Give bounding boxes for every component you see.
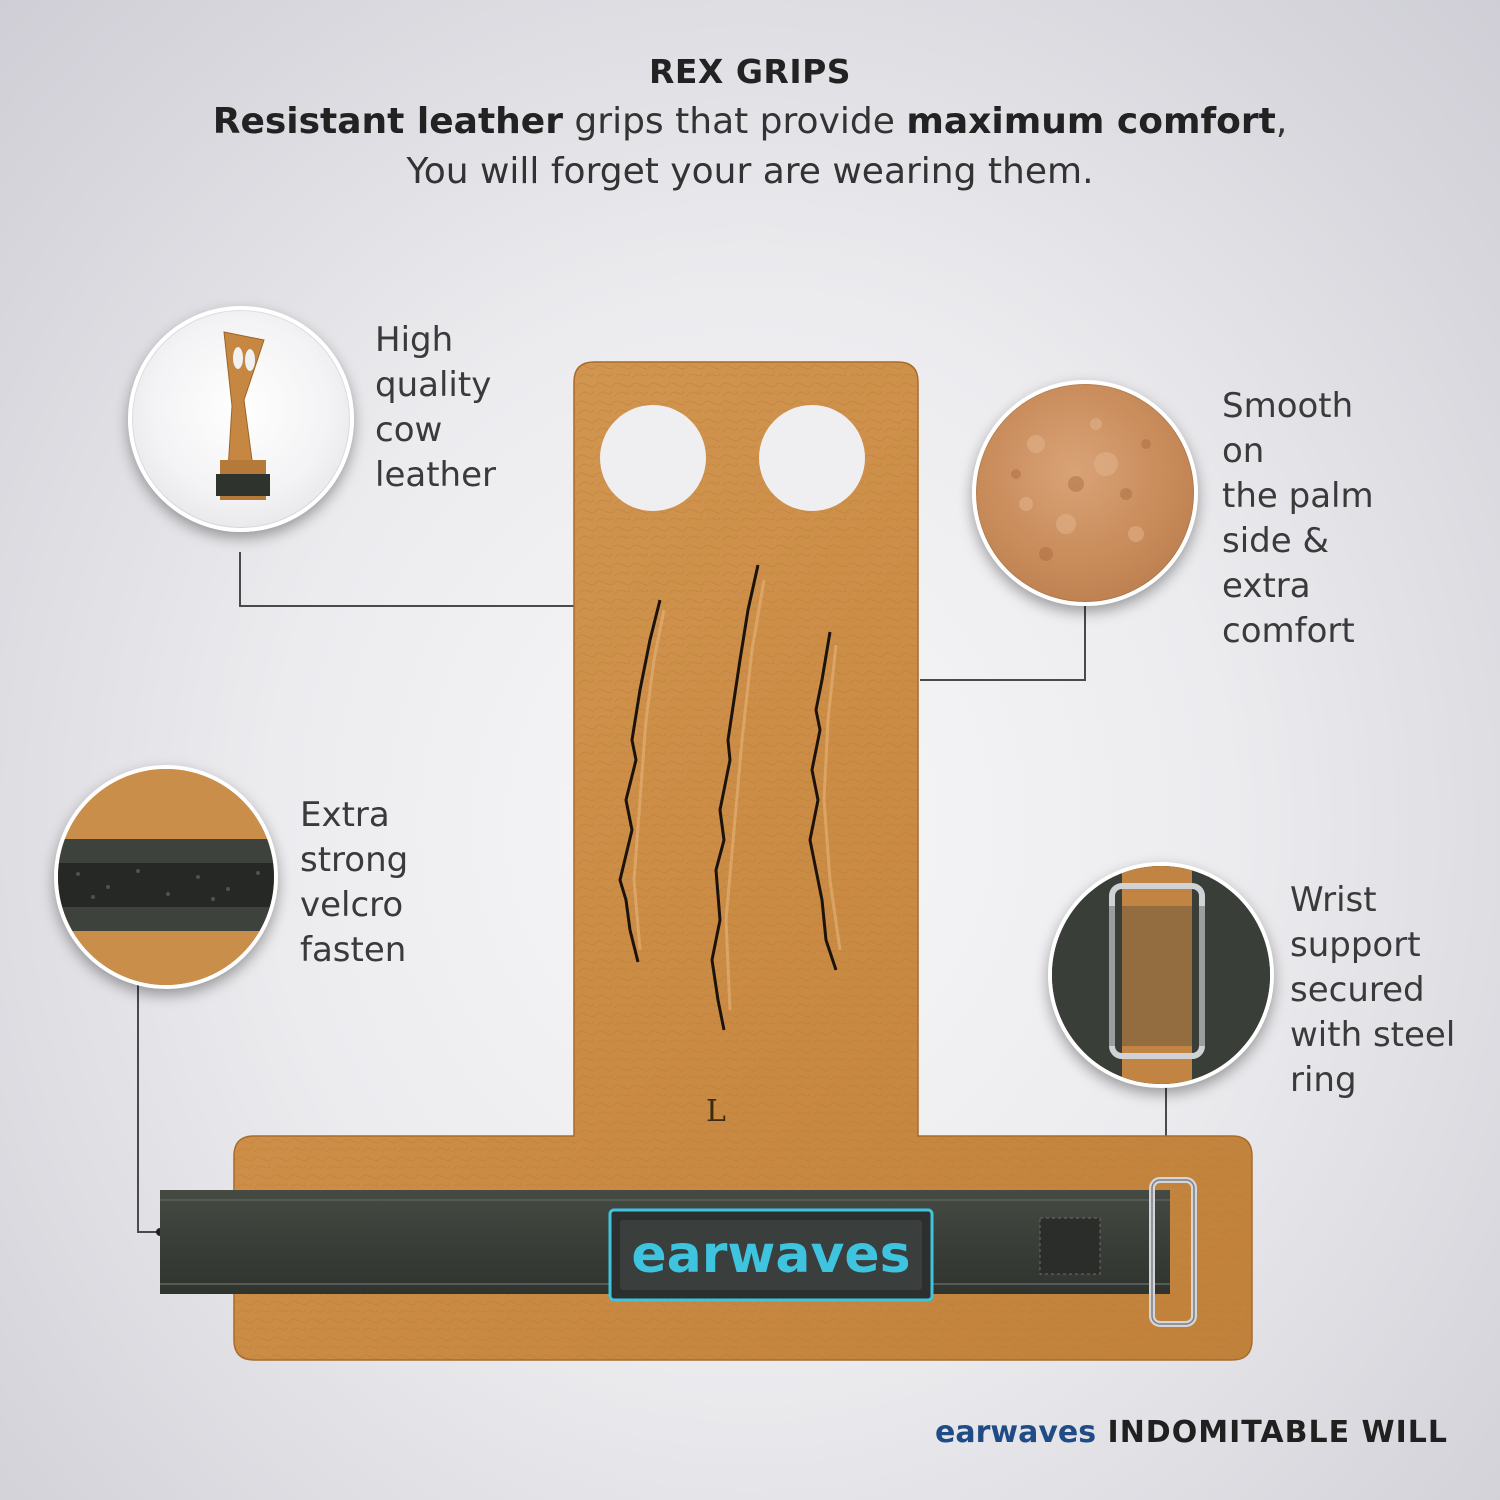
velcro-texture [58,769,274,985]
feature-wrist-line-2: support [1290,925,1421,965]
feature-velcro-line-4: fasten [300,930,407,970]
claw-slash-1 [618,599,662,963]
page-title: REX GRIPS [648,52,852,91]
feature-velcro: Extra strong velcro fasten [300,793,408,973]
header: REX GRIPS Resistant leather grips that p… [0,52,1500,197]
claw-slash-3 [808,631,838,971]
connector-leather [239,552,614,607]
wrist-detail-circle [1048,862,1274,1088]
headline-bold-2: maximum comfort [906,101,1276,142]
feature-wrist-line-3: secured [1290,970,1425,1010]
folded-grip-icon [216,331,270,500]
finger-hole-left [600,405,706,511]
leather-detail-circle [128,306,354,532]
feature-velcro-line-1: Extra [300,795,390,835]
headline: Resistant leather grips that provide max… [0,97,1500,147]
footer-brand: earwaves [934,1415,1097,1450]
velcro-detail-circle [54,765,278,989]
feature-leather: High quality cow leather [375,318,496,498]
connector-palm [920,598,1086,681]
feature-palm-line-2: on [1222,431,1265,471]
feature-wrist-line-4: with steel [1290,1015,1456,1055]
feature-palm-line-5: extra [1222,566,1311,606]
size-mark: L [706,1094,726,1129]
feature-palm-line-6: comfort [1222,611,1355,651]
finger-hole-right [759,405,865,511]
headline-bold-1: Resistant leather [212,101,563,142]
feature-palm-line-3: the palm [1222,476,1374,516]
footer-tagline: INDOMITABLE WILL [1096,1415,1448,1450]
feature-leather-line-2: quality [375,365,492,405]
steel-ring-closeup [1052,866,1270,1084]
feature-velcro-line-2: strong [300,840,409,880]
feature-leather-line-1: High [375,320,454,360]
headline-end: , [1275,101,1288,142]
connector-velcro [137,960,160,1233]
feature-wrist-line-1: Wrist [1290,880,1377,920]
feature-velcro-line-3: velcro [300,885,404,925]
feature-wrist: Wrist support secured with steel ring [1290,878,1455,1103]
feature-palm-line-4: side & [1222,521,1329,561]
subheadline: You will forget your are wearing them. [406,151,1094,192]
suede-texture [1011,418,1151,561]
feature-leather-line-4: leather [375,455,496,495]
feature-palm-line-1: Smooth [1222,386,1354,426]
feature-wrist-line-5: ring [1290,1060,1357,1100]
badge-brand-text: earwaves [631,1225,911,1285]
headline-mid: grips that provide [562,101,907,142]
palm-detail-circle [972,380,1198,606]
strap-velcro-patch [1039,1217,1101,1275]
feature-leather-line-3: cow [375,410,443,450]
footer-brand-line: earwaves INDOMITABLE WILL [935,1415,1448,1450]
feature-palm: Smooth on the palm side & extra comfort [1222,384,1374,654]
claw-slash-2 [710,564,760,1031]
